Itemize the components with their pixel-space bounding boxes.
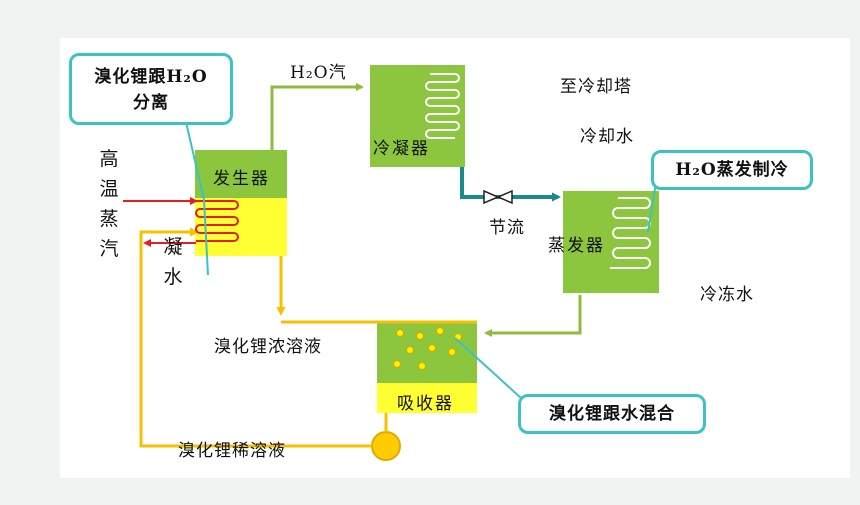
cooling-water-label: 冷却水 <box>580 127 634 147</box>
absorber-bottom <box>377 383 477 413</box>
condensate-label: 凝水 <box>163 236 183 288</box>
pipe-evaporator-to-absorber <box>484 295 582 337</box>
throttle-label: 节流 <box>489 218 525 238</box>
pipe-condenser-to-evaporator <box>460 167 561 202</box>
callout-leader-mixing <box>454 337 522 399</box>
evaporator-coil <box>610 197 651 269</box>
dilute-solution-label: 溴化锂稀溶液 <box>178 441 286 461</box>
h2o-vapor-label: H₂O汽 <box>290 63 347 83</box>
generator-label: 发生器 <box>213 169 270 189</box>
pump-icon <box>371 431 401 461</box>
pipe-vapor-to-condenser <box>270 83 364 150</box>
condenser-label: 冷凝器 <box>373 139 430 159</box>
pipe-dilute-return <box>139 227 372 448</box>
callout-separation-line2: 分离 <box>133 93 169 113</box>
condenser-coil <box>425 73 460 139</box>
callout-evaporation: H₂O蒸发制冷 <box>651 150 813 190</box>
absorber-droplets <box>393 327 462 370</box>
heating-coil <box>195 200 239 242</box>
generator-bottom <box>195 198 287 256</box>
throttle-valve-icon <box>483 189 513 205</box>
concentrated-solution-label: 溴化锂浓溶液 <box>214 337 322 357</box>
chilled-water-label: 冷冻水 <box>700 285 754 305</box>
cooling-tower-label: 至冷却塔 <box>560 77 632 97</box>
generator-top <box>195 150 287 198</box>
evaporator-label: 蒸发器 <box>548 236 605 256</box>
absorber-top <box>377 323 477 383</box>
callout-leader-separation <box>185 121 209 276</box>
callout-mixing: 溴化锂跟水混合 <box>518 394 706 434</box>
callout-separation: 溴化锂跟H₂O 分离 <box>69 53 233 125</box>
absorber-label: 吸收器 <box>397 394 454 414</box>
high-temp-steam-label: 高温蒸汽 <box>99 148 119 260</box>
callout-separation-line1: 溴化锂跟H₂O <box>94 67 208 87</box>
